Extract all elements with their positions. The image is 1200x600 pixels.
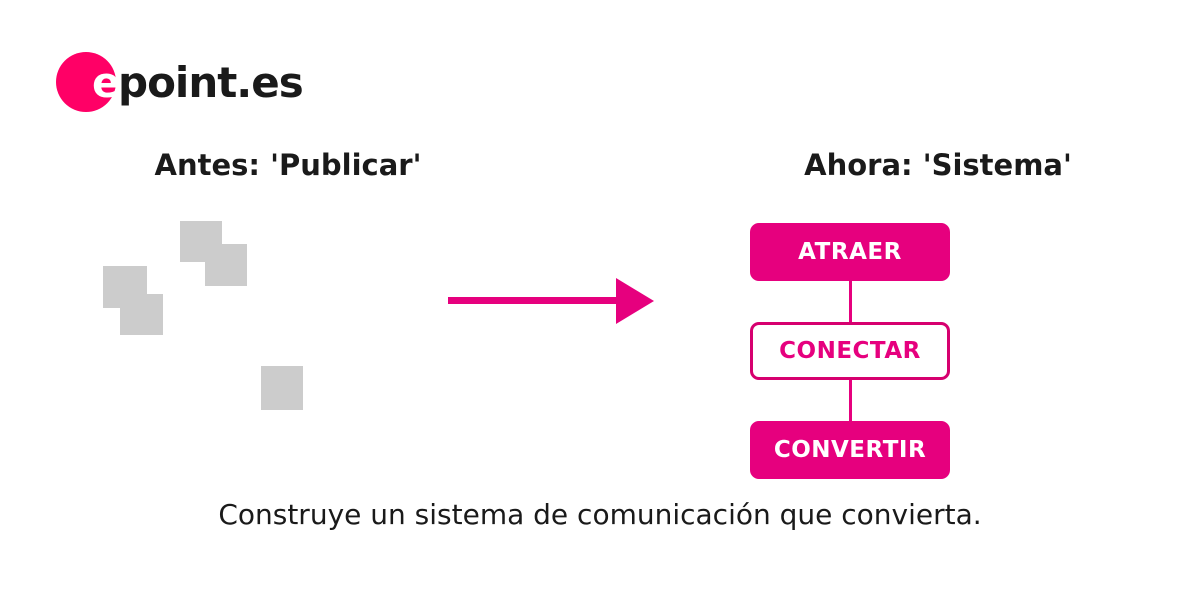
flow-step-label: ATRAER bbox=[798, 239, 902, 265]
scatter-square bbox=[120, 294, 163, 335]
heading-before: Antes: 'Publicar' bbox=[154, 148, 422, 182]
logo-initial: e bbox=[92, 58, 120, 107]
flow-step-label: CONVERTIR bbox=[773, 437, 927, 463]
flow-connector bbox=[848, 380, 852, 421]
heading-after: Ahora: 'Sistema' bbox=[804, 148, 1072, 182]
flow-step-convertir[interactable]: CONVERTIR bbox=[750, 421, 950, 479]
flow-step-label: CONECTAR bbox=[779, 338, 921, 364]
logo-circle-icon bbox=[56, 52, 116, 112]
flow-connector bbox=[848, 281, 852, 322]
system-flow: ATRAER CONECTAR CONVERTIR bbox=[750, 223, 950, 479]
scatter-square bbox=[261, 366, 303, 410]
flow-step-conectar[interactable]: CONECTAR bbox=[750, 322, 950, 380]
brand-logo: e point.es bbox=[56, 52, 304, 114]
flow-step-atraer[interactable]: ATRAER bbox=[750, 223, 950, 281]
scatter-square bbox=[205, 244, 247, 286]
right-arrow-icon bbox=[448, 276, 658, 326]
logo-wordmark: point.es bbox=[118, 58, 304, 107]
caption-text: Construye un sistema de comunicación que… bbox=[218, 498, 982, 531]
